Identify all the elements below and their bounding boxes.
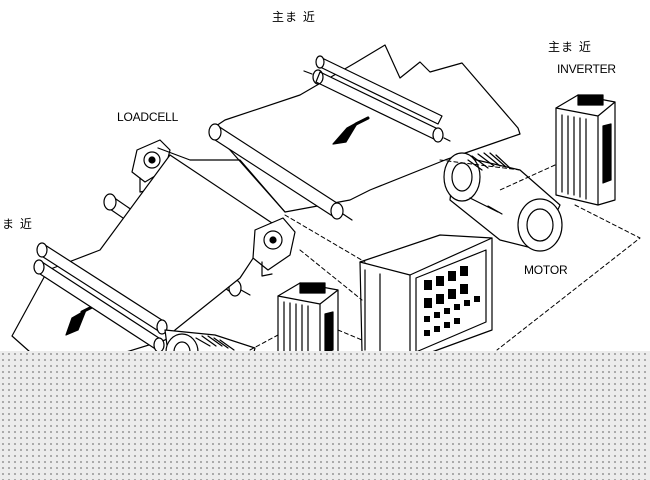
roller-middle-long	[208, 123, 353, 221]
inverter-label: INVERTER	[557, 62, 616, 76]
inverter-upper	[555, 94, 616, 206]
inverter-title-label: 主ま 近	[548, 40, 592, 54]
loadcell-lower	[252, 217, 296, 277]
dotted-overlay	[0, 351, 650, 480]
roller-lower-1	[36, 242, 168, 335]
left-title-label: ま 近	[2, 217, 33, 231]
signal-wiring	[249, 159, 641, 351]
roller-top-2	[315, 55, 443, 125]
loadcell-label: LOADCELL	[117, 110, 179, 124]
inverter-lower	[277, 282, 339, 368]
motor-label: MOTOR	[524, 263, 568, 277]
web-direction-arrow-upper	[332, 121, 359, 145]
tension-controller	[359, 234, 493, 361]
motor-upper	[443, 152, 563, 252]
controller-display	[424, 266, 480, 336]
roller-top-1	[303, 69, 451, 143]
top-title-label: 主ま 近	[272, 10, 316, 24]
roller-lower-2	[33, 259, 165, 353]
